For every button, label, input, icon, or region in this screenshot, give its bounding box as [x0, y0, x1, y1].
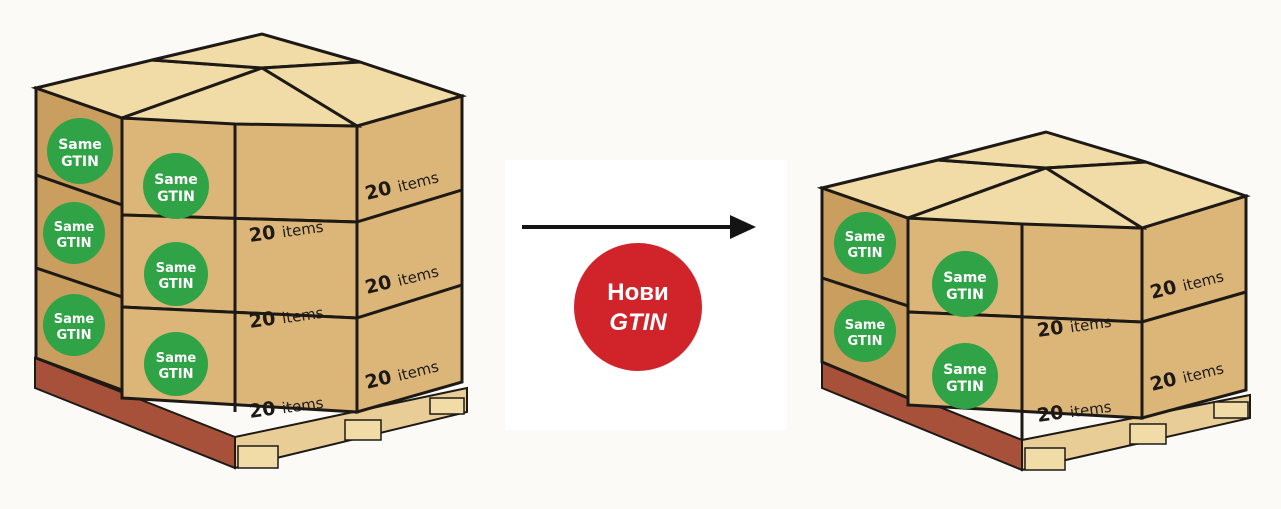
right-pallet — [816, 130, 1251, 472]
label-line1: Same — [943, 270, 987, 286]
label-circle — [932, 343, 998, 409]
item-count-mark: 20 items — [1036, 310, 1113, 342]
right-pallet-block — [1129, 423, 1167, 445]
label-line2: GTIN — [847, 246, 882, 261]
arrow — [522, 215, 756, 239]
label-circle — [47, 118, 113, 184]
label-line2: GTIN — [847, 334, 882, 349]
label-circle — [834, 300, 896, 362]
label-line2: GTIN — [158, 277, 193, 292]
badge-circle — [574, 243, 702, 371]
label-circle — [144, 242, 208, 306]
label-line1: Same — [845, 318, 886, 333]
label-circle — [932, 251, 998, 317]
label-line2: GTIN — [157, 189, 195, 205]
badge-line1: Нови — [607, 279, 669, 306]
label-line2: GTIN — [56, 236, 91, 251]
item-count-mark: 20 items — [248, 301, 325, 333]
badge-line2: GTIN — [609, 309, 667, 336]
label-line1: Same — [58, 137, 102, 153]
label-circle — [43, 294, 105, 356]
item-count-mark: 20 items — [248, 391, 325, 423]
label-circle — [144, 332, 208, 396]
label-line2: GTIN — [61, 154, 99, 170]
left-pallet-block — [237, 445, 279, 469]
label-line1: Same — [54, 220, 95, 235]
label-circle — [834, 212, 896, 274]
label-circle — [43, 202, 105, 264]
label-line1: Same — [845, 230, 886, 245]
label-line1: Same — [54, 312, 95, 327]
item-count-mark: 20 items — [1036, 395, 1113, 427]
label-line2: GTIN — [158, 367, 193, 382]
label-line1: Same — [156, 351, 197, 366]
label-line1: Same — [156, 261, 197, 276]
box-top-face — [121, 66, 363, 128]
label-line1: Same — [154, 172, 198, 188]
new-gtin-badge: Нови GTIN — [574, 243, 702, 371]
label-circle — [143, 153, 209, 219]
label-line1: Same — [943, 362, 987, 378]
arrow-head-icon — [730, 215, 756, 239]
left-pallet-block — [429, 397, 465, 415]
box-top-face — [907, 166, 1148, 230]
item-count-mark: 20 items — [248, 215, 325, 247]
label-line2: GTIN — [56, 328, 91, 343]
label-line2: GTIN — [946, 287, 984, 303]
left-pallet-block — [344, 419, 382, 441]
label-line2: GTIN — [946, 379, 984, 395]
right-pallet-block — [1024, 447, 1066, 471]
right-pallet-block — [1213, 401, 1249, 419]
